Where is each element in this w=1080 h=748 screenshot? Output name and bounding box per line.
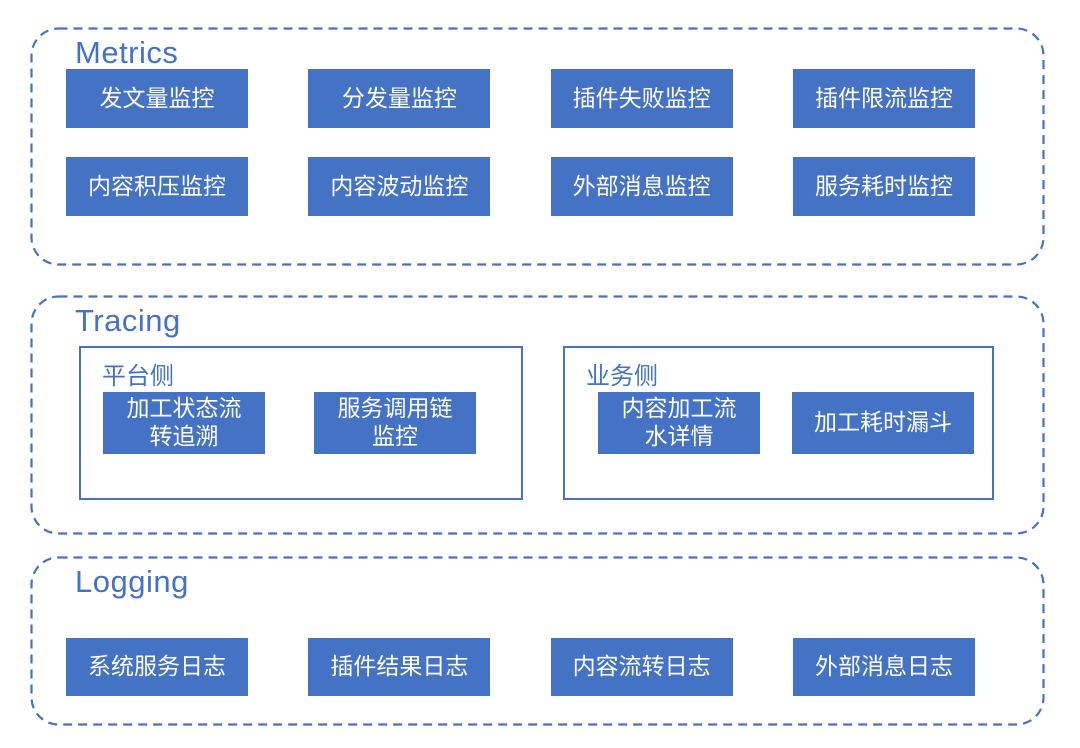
section-metrics: Metrics 发文量监控 分发量监控 插件失败监控 插件限流监控 内容积压监控… [30,27,1045,266]
metrics-box-service-latency: 服务耗时监控 [792,157,975,216]
metrics-box-distribution: 分发量监控 [308,69,491,128]
metrics-row-1: 发文量监控 分发量监控 插件失败监控 插件限流监控 [66,69,975,128]
metrics-box-external-message: 外部消息监控 [550,157,733,216]
tracing-title: Tracing [75,303,181,338]
metrics-box-plugin-failure: 插件失败监控 [550,69,733,128]
tracing-platform-side-box: 平台侧 加工状态流 转追溯 服务调用链 监控 [79,346,523,500]
logging-box-content-flow: 内容流转日志 [550,638,733,696]
metrics-box-content-wave: 内容波动监控 [308,157,491,216]
section-logging: Logging 系统服务日志 插件结果日志 内容流转日志 外部消息日志 [30,556,1045,726]
tracing-box-processing-state-trace: 加工状态流 转追溯 [103,392,265,454]
metrics-row-2: 内容积压监控 内容波动监控 外部消息监控 服务耗时监控 [66,157,975,216]
metrics-title: Metrics [75,35,179,70]
tracing-box-content-processing-detail: 内容加工流 水详情 [598,392,760,454]
section-tracing: Tracing 平台侧 加工状态流 转追溯 服务调用链 监控 业务侧 内容加工流… [30,295,1045,535]
metrics-dashed-border [30,27,1045,266]
tracing-box-processing-time-funnel: 加工耗时漏斗 [792,392,974,454]
platform-side-label: 平台侧 [102,363,174,390]
tracing-dashed-border [30,295,1045,535]
logging-title: Logging [75,564,189,599]
tracing-box-service-call-chain: 服务调用链 监控 [314,392,476,454]
metrics-box-content-backlog: 内容积压监控 [66,157,248,216]
logging-box-external-message: 外部消息日志 [792,638,975,696]
logging-dashed-border [30,556,1045,726]
logging-box-system-service: 系统服务日志 [66,638,248,696]
metrics-box-publish-volume: 发文量监控 [66,69,248,128]
logging-row-1: 系统服务日志 插件结果日志 内容流转日志 外部消息日志 [66,638,975,696]
business-side-label: 业务侧 [586,363,658,390]
tracing-business-side-box: 业务侧 内容加工流 水详情 加工耗时漏斗 [563,346,994,500]
logging-box-plugin-result: 插件结果日志 [308,638,491,696]
metrics-box-plugin-throttle: 插件限流监控 [792,69,975,128]
